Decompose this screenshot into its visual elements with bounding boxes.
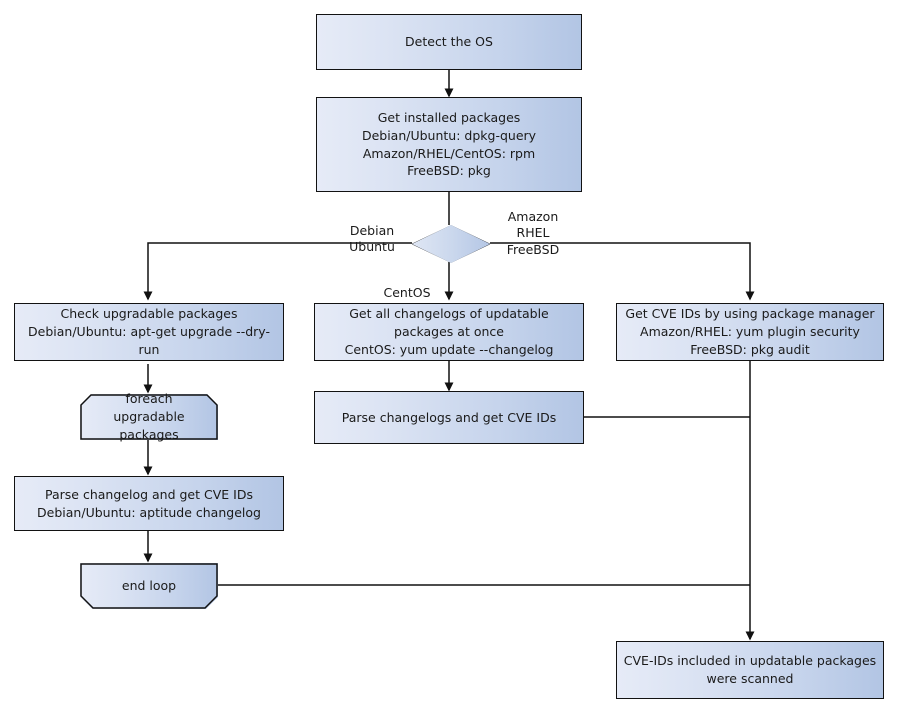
node-get-installed-packages[interactable]: Get installed packages Debian/Ubuntu: dp…	[316, 97, 582, 192]
node-detect-os[interactable]: Detect the OS	[316, 14, 582, 70]
node-get-all-changelogs-label: Get all changelogs of updatable packages…	[344, 306, 554, 357]
node-parse-changelogs-cve-ids-label: Parse changelogs and get CVE IDs	[341, 409, 557, 425]
label-branch-centos: CentOS	[377, 268, 437, 301]
node-check-upgradable-packages[interactable]: Check upgradable packages Debian/Ubuntu:…	[14, 303, 284, 361]
node-end-loop-label: end loop	[121, 578, 177, 594]
label-branch-debian-ubuntu: Debian Ubuntu	[332, 206, 412, 256]
node-check-upgradable-packages-label: Check upgradable packages Debian/Ubuntu:…	[28, 306, 270, 357]
foreach-loop-start-outline	[80, 394, 218, 440]
node-get-all-changelogs[interactable]: Get all changelogs of updatable packages…	[314, 303, 584, 361]
label-branch-amazon-rhel-freebsd: Amazon RHEL FreeBSD	[490, 192, 576, 258]
label-branch-amazon-rhel-freebsd-text: Amazon RHEL FreeBSD	[506, 208, 560, 257]
node-get-cve-ids-package-manager-label: Get CVE IDs by using package manager Ama…	[625, 306, 875, 357]
node-detect-os-label: Detect the OS	[405, 34, 493, 50]
node-parse-changelogs-cve-ids[interactable]: Parse changelogs and get CVE IDs	[314, 391, 584, 444]
node-foreach-loop-start[interactable]: foreach upgradable packages	[80, 391, 218, 442]
node-parse-changelog-cve-ids-label: Parse changelog and get CVE IDs Debian/U…	[37, 486, 261, 520]
node-get-cve-ids-package-manager[interactable]: Get CVE IDs by using package manager Ama…	[616, 303, 884, 361]
end-loop-fill	[80, 563, 218, 609]
node-end-loop[interactable]: end loop	[80, 563, 218, 609]
end-loop-outline	[80, 563, 218, 609]
node-scan-complete[interactable]: CVE-IDs included in updatable packages w…	[616, 641, 884, 699]
node-scan-complete-label: CVE-IDs included in updatable packages w…	[623, 653, 877, 686]
label-branch-debian-ubuntu-text: Debian Ubuntu	[349, 222, 395, 255]
node-foreach-loop-start-label: foreach upgradable packages	[113, 391, 185, 442]
node-os-decision[interactable]	[411, 225, 491, 263]
node-parse-changelog-cve-ids[interactable]: Parse changelog and get CVE IDs Debian/U…	[14, 476, 284, 531]
node-get-installed-packages-label: Get installed packages Debian/Ubuntu: dp…	[361, 110, 537, 179]
label-branch-centos-text: CentOS	[383, 284, 431, 300]
foreach-loop-start-fill	[80, 394, 218, 440]
